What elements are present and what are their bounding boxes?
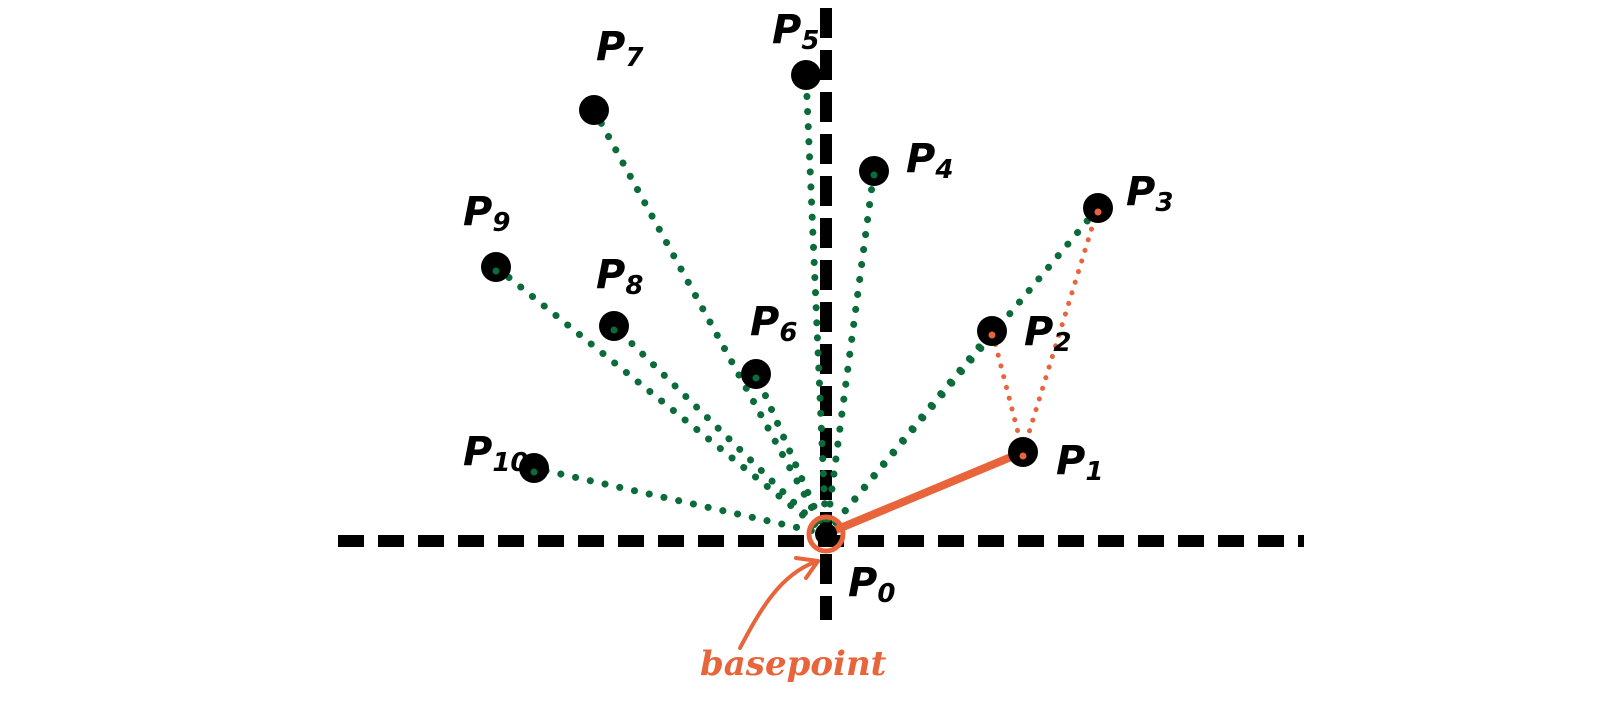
label-p9-letter: P — [463, 189, 492, 235]
label-p1: P1 — [1056, 438, 1103, 487]
point-p4-inner-dot — [870, 171, 878, 179]
scan-line-p8 — [610, 322, 830, 538]
point-p9-inner-dot — [492, 267, 500, 275]
scan-line-p3 — [822, 204, 1102, 538]
hull-check-line-p1-p2 — [989, 328, 1026, 455]
scan-line-p6 — [752, 370, 830, 538]
label-p9: P9 — [463, 189, 510, 238]
point-p7 — [579, 95, 609, 125]
label-p2-subscript: 2 — [1053, 328, 1071, 358]
label-p4: P4 — [906, 136, 953, 185]
label-p4-letter: P — [906, 136, 935, 182]
basepoint-arrow — [738, 560, 817, 650]
label-p10-subscript: 10 — [492, 448, 528, 478]
scan-line-p7 — [590, 106, 830, 538]
point-p3 — [1083, 193, 1113, 223]
scan-line-p4 — [822, 167, 878, 538]
point-p5 — [791, 60, 821, 90]
label-p0-subscript: 0 — [877, 579, 895, 609]
basepoint-label: basepoint — [700, 644, 887, 684]
hull-edge-p0-p1 — [822, 448, 1027, 538]
label-p8-subscript: 8 — [625, 271, 643, 301]
label-p9-subscript: 9 — [492, 208, 510, 238]
label-p2: P2 — [1024, 309, 1071, 358]
label-p8: P8 — [596, 252, 643, 301]
points-group — [481, 60, 1113, 554]
label-p1-subscript: 1 — [1085, 457, 1103, 487]
scan-line-p5 — [802, 71, 830, 538]
label-p8-letter: P — [596, 252, 625, 298]
label-p10-letter: P — [463, 429, 492, 475]
label-p3: P3 — [1126, 169, 1173, 218]
point-p6-inner-dot — [752, 374, 760, 382]
label-p3-subscript: 3 — [1155, 188, 1173, 218]
label-p0-letter: P — [848, 560, 877, 606]
point-p4 — [859, 156, 889, 186]
point-p3-inner-dot — [1094, 208, 1102, 216]
hull-check-line-p1-p3 — [1020, 205, 1101, 455]
point-p1-inner-dot — [1019, 452, 1027, 460]
point-p6 — [741, 359, 771, 389]
point-p1 — [1008, 437, 1038, 467]
point-p9 — [481, 252, 511, 282]
label-p7-subscript: 7 — [625, 43, 644, 73]
basepoint-arrowhead — [794, 556, 820, 580]
label-p7-letter: P — [596, 24, 625, 70]
hull-check-lines-group — [822, 205, 1101, 538]
label-p6-letter: P — [750, 299, 779, 345]
label-p3-letter: P — [1126, 169, 1155, 215]
label-p6: P6 — [750, 299, 797, 348]
point-p2-inner-dot — [988, 331, 996, 339]
label-p5-letter: P — [772, 7, 801, 53]
label-p5: P5 — [772, 7, 819, 56]
point-p10-inner-dot — [530, 468, 538, 476]
label-p5-subscript: 5 — [801, 26, 819, 56]
point-p8-inner-dot — [610, 326, 618, 334]
label-p7: P7 — [596, 24, 644, 73]
label-p4-subscript: 4 — [934, 155, 953, 185]
scan-line-p9 — [492, 263, 830, 538]
scan-line-p10 — [530, 464, 830, 538]
label-p10: P10 — [463, 429, 529, 478]
point-p2 — [977, 316, 1007, 346]
label-p1-letter: P — [1056, 438, 1085, 484]
scan-lines-group — [492, 71, 1102, 538]
point-p0 — [815, 523, 837, 545]
label-p6-subscript: 6 — [779, 318, 797, 348]
point-p10 — [519, 453, 549, 483]
point-p8 — [599, 311, 629, 341]
label-p2-letter: P — [1024, 309, 1053, 355]
basepoint-highlight-ring — [806, 514, 846, 554]
label-p0: P0 — [848, 560, 895, 609]
